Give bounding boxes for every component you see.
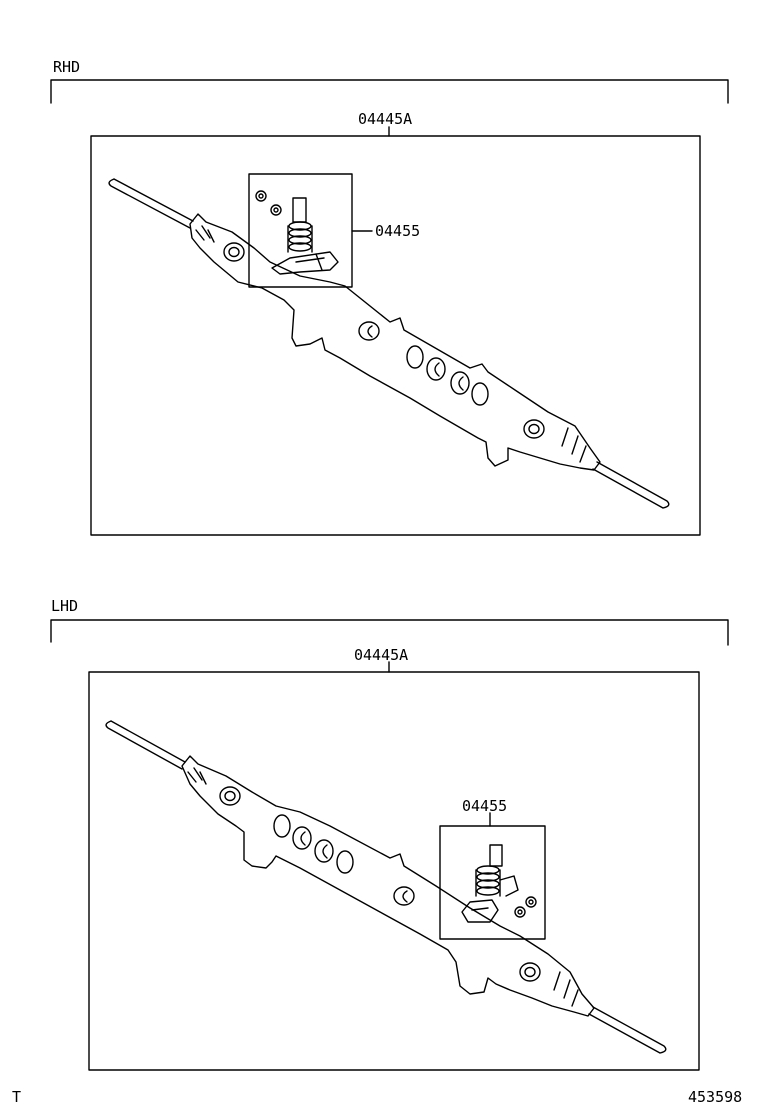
lhd-kit-parts: [461, 844, 537, 923]
lhd-boot-left: [187, 767, 207, 785]
rhd-kit-parts: [255, 190, 339, 275]
rhd-port-3: [450, 371, 470, 395]
lhd-bracket: [50, 619, 729, 646]
lhd-port-4: [336, 850, 354, 874]
rhd-tie-rod-right: [592, 461, 670, 509]
lhd-tie-rod-left: [105, 720, 186, 770]
lhd-port-1: [273, 814, 291, 838]
lhd-bushing-right: [519, 962, 541, 982]
lhd-variant-label: LHD: [51, 597, 79, 615]
lhd-tie-rod-right: [588, 1006, 667, 1054]
rhd-assembly-part-number: 04445A: [358, 110, 413, 128]
rhd-kit-part-number: 04455: [375, 222, 421, 240]
lhd-bushing-left: [219, 786, 241, 806]
lhd-port-3: [314, 839, 334, 863]
lhd-kit-frame: [439, 825, 546, 940]
rhd-tie-rod-left: [108, 178, 194, 229]
rhd-boot-left: [195, 225, 215, 243]
rhd-port-1: [406, 345, 424, 369]
rhd-bushing-left: [223, 242, 245, 262]
lhd-assembly-frame: [88, 671, 700, 1071]
lhd-assembly-part-number: 04445A: [354, 646, 409, 664]
rhd-boot-right: [561, 427, 587, 463]
rhd-assembly-frame: [90, 135, 701, 536]
lhd-boot-right: [553, 971, 579, 1007]
lhd-bushing-mid: [393, 886, 415, 906]
lhd-rack-housing: [181, 755, 595, 1017]
footer-left-code: T: [12, 1088, 22, 1106]
rhd-bracket: [50, 79, 729, 104]
lhd-kit-part-number: 04455: [462, 797, 508, 815]
lhd-port-2: [292, 826, 312, 850]
rhd-variant-label: RHD: [53, 58, 81, 76]
rhd-section: [50, 79, 729, 536]
rhd-bushing-mid: [358, 321, 380, 341]
rhd-port-2: [426, 357, 446, 381]
rhd-rack-housing: [189, 213, 601, 471]
figure-number: 453598: [688, 1088, 743, 1106]
rhd-port-4: [471, 382, 489, 406]
lhd-section: [50, 619, 729, 1071]
rhd-bushing-right: [523, 419, 545, 439]
